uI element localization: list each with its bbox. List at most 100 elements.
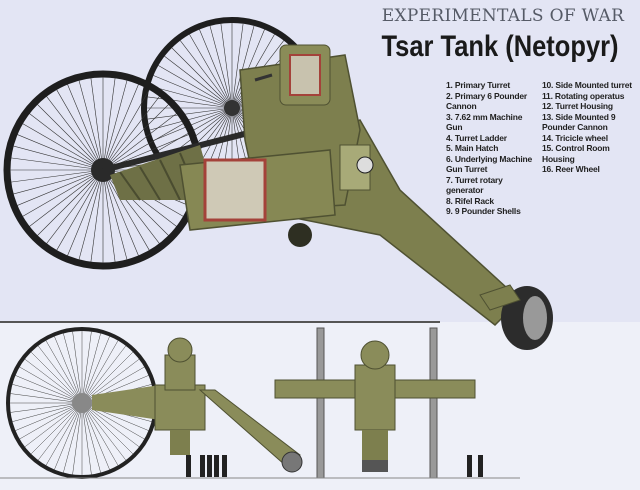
axle bbox=[102, 127, 261, 173]
wheel-spoke bbox=[56, 89, 104, 171]
wheel-spoke bbox=[81, 351, 134, 404]
wheel-spoke bbox=[37, 169, 104, 236]
wheel-spoke bbox=[67, 169, 104, 257]
series-subtitle: EXPERIMENTALS OF WAR bbox=[381, 6, 625, 26]
wheel-spoke bbox=[46, 169, 104, 244]
legend-item: 6. Underlying Machine Gun Turret bbox=[446, 153, 533, 175]
wheel-spoke bbox=[10, 402, 83, 413]
wheel-spoke bbox=[24, 358, 83, 404]
legend-item: 5. Main Hatch bbox=[446, 143, 499, 153]
wheel-spoke bbox=[81, 402, 134, 455]
wheel-spoke bbox=[19, 366, 83, 404]
legend-item: 4. Turret Ladder bbox=[446, 132, 507, 143]
wheel-spoke bbox=[90, 77, 104, 171]
wheel-spoke bbox=[56, 169, 104, 251]
wheel-spoke bbox=[81, 336, 110, 404]
wheel-spoke bbox=[102, 80, 128, 171]
wheel-spoke bbox=[102, 83, 139, 171]
main-hull bbox=[179, 44, 522, 326]
wheel-spoke bbox=[12, 402, 83, 422]
legend-item: 16. Reer Wheel bbox=[542, 164, 600, 174]
wheel-spoke bbox=[231, 25, 255, 109]
wheel-spoke bbox=[189, 34, 233, 109]
wheel-spoke bbox=[16, 169, 104, 206]
wheel-spoke bbox=[78, 169, 104, 260]
wheel-spoke bbox=[10, 169, 104, 183]
wheel-spoke bbox=[164, 56, 233, 109]
wheel-spoke bbox=[22, 123, 104, 171]
legend-item: 1. Primary Turret bbox=[446, 80, 510, 90]
wheel-spoke bbox=[46, 96, 104, 171]
wheel-spoke bbox=[10, 393, 83, 404]
wheel-spoke bbox=[13, 145, 104, 171]
wheel-spoke bbox=[81, 402, 101, 473]
side-elevation bbox=[0, 327, 320, 479]
legend-item: 7. Turret rotary generator bbox=[446, 174, 503, 196]
wheel-spoke bbox=[171, 47, 233, 109]
soldier-figures bbox=[186, 455, 483, 477]
wheel-spoke bbox=[81, 331, 92, 404]
wheel-spoke bbox=[102, 169, 139, 257]
wheel-spoke bbox=[63, 402, 83, 473]
tricycle-wheel bbox=[479, 284, 553, 350]
wheel-spoke bbox=[153, 107, 233, 141]
wheel-spoke bbox=[90, 169, 104, 263]
wheel-spoke bbox=[81, 402, 119, 466]
wheel-spoke bbox=[102, 169, 128, 260]
wheel-spoke bbox=[30, 351, 83, 404]
legend-right-column: 10. Side Mounted turret 11. Rotating ope… bbox=[542, 80, 638, 175]
wheel-spoke bbox=[15, 402, 83, 431]
wheel-spoke bbox=[102, 96, 160, 171]
legend-item: 8. Rifel Rack bbox=[446, 195, 494, 206]
wheel-spoke bbox=[81, 358, 140, 404]
wheel-spoke bbox=[209, 25, 233, 109]
legend-item: 13. Side Mounted 9 Pounder Cannon bbox=[542, 111, 616, 133]
wheel-spoke bbox=[102, 113, 177, 171]
wheel-spoke bbox=[220, 23, 233, 109]
wheel-spoke bbox=[81, 345, 127, 404]
wheel-spoke bbox=[72, 331, 83, 404]
wheel-spoke bbox=[102, 169, 116, 263]
wheel-spoke bbox=[102, 89, 150, 171]
wheel-spoke bbox=[102, 104, 169, 171]
legend-item: 2. Primary 6 Pounder Cannon bbox=[446, 90, 528, 112]
wheel-spoke bbox=[19, 402, 83, 440]
wheel-spoke bbox=[81, 402, 127, 461]
wheel-spoke bbox=[37, 402, 83, 461]
wheel-spoke bbox=[29, 113, 104, 171]
wheel-spoke bbox=[81, 340, 119, 404]
wheel-spoke bbox=[231, 23, 244, 109]
wheel-spoke bbox=[102, 77, 116, 171]
wheel-spoke bbox=[24, 402, 83, 448]
wheel-spoke bbox=[37, 104, 104, 171]
wheel-spoke bbox=[22, 169, 104, 217]
wheel-spoke bbox=[149, 85, 233, 109]
wheel-spoke bbox=[78, 80, 104, 171]
wheel-spoke bbox=[54, 336, 83, 404]
wheel-spoke bbox=[81, 402, 110, 470]
wheel-spoke bbox=[102, 169, 160, 244]
wheel-spoke bbox=[12, 384, 83, 404]
wheel-spoke bbox=[67, 83, 104, 171]
wheel-spoke bbox=[54, 402, 83, 470]
page-title: Tsar Tank (Netopyr) bbox=[381, 30, 619, 63]
wheel-spoke bbox=[199, 29, 233, 109]
wheel-spoke bbox=[30, 402, 83, 455]
wheel-spoke bbox=[10, 157, 104, 171]
wheel-spoke bbox=[158, 65, 233, 109]
legend-item: 15. Control Room Housing bbox=[542, 143, 610, 164]
wheel-spoke bbox=[158, 107, 233, 151]
wheel-spoke bbox=[147, 107, 233, 120]
legend-left-column: 1. Primary Turret 2. Primary 6 Pounder C… bbox=[446, 80, 538, 217]
wheel-spoke bbox=[37, 345, 83, 404]
wheel-spoke bbox=[15, 375, 83, 404]
wheel-spoke bbox=[45, 340, 83, 404]
wheel-spoke bbox=[72, 402, 83, 475]
wheel-spoke bbox=[102, 169, 150, 251]
wheel-spoke bbox=[153, 75, 233, 109]
wheel-spoke bbox=[147, 96, 233, 109]
legend-item: 14. Tricicle wheel bbox=[542, 132, 608, 143]
wheel-spoke bbox=[81, 402, 140, 448]
legend-item: 11. Rotating operatus bbox=[542, 90, 625, 101]
